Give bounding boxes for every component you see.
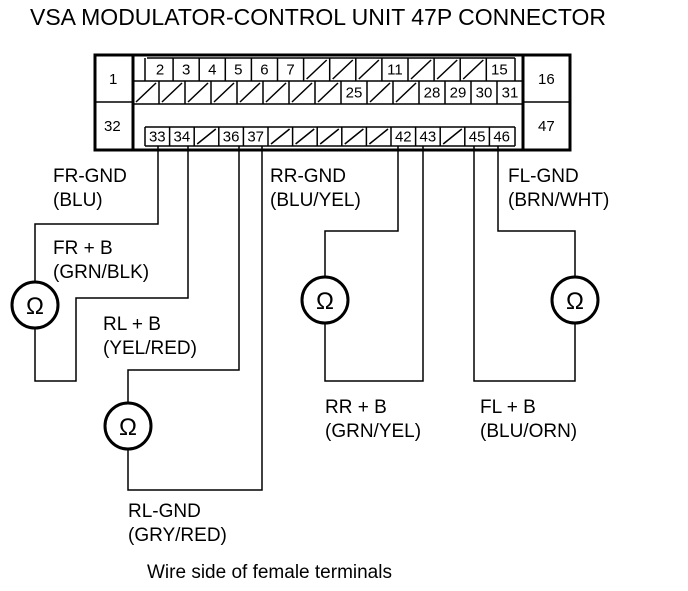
unused-pin-slash [410,59,432,80]
unused-pin-slash [270,128,291,145]
fr-b-label: FR + B [53,238,113,259]
unused-pin-slash [344,128,364,145]
pin-32: 32 [104,118,121,135]
unused-pin-slash [239,82,261,103]
pin-29: 29 [450,85,467,102]
fl-b-label: FL + B [480,397,536,418]
unused-pin-slash [291,82,313,103]
connector-row-top: 2 3 4 5 6 7 11 15 [156,58,508,81]
wire-fl-gnd [497,146,576,277]
pin-37: 37 [247,129,264,146]
ohmmeter-rr: Ω [300,275,350,325]
pin-34: 34 [174,129,191,146]
connector-row-bottom: 33 34 36 37 42 43 45 46 [149,127,510,146]
caption: Wire side of female terminals [147,562,392,583]
wires [34,146,576,491]
wire-rr-gnd [324,146,399,277]
pin-15: 15 [491,62,508,79]
fr-b-color: (GRN/BLK) [53,262,149,283]
pin-1: 1 [109,71,117,88]
wire-rl-gnd [127,146,263,491]
unused-pin-slash [319,128,340,145]
unused-pin-slash [306,59,328,80]
pin-47: 47 [538,118,555,135]
rl-b-label: RL + B [103,314,161,335]
unused-pin-slash [265,82,287,103]
ohmmeter-fl: Ω [550,275,600,325]
fr-gnd-label: FR-GND [53,166,127,187]
pin-36: 36 [223,129,240,146]
unused-pin-slash [187,82,209,103]
ohm-symbol-icon: Ω [119,414,137,441]
unused-pin-slash [332,59,354,80]
rr-b-color: (GRN/YEL) [325,421,421,442]
diagram-title: VSA MODULATOR-CONTROL UNIT 47P CONNECTOR [30,4,606,30]
unused-pin-slash [436,59,458,80]
pin-7: 7 [286,62,294,79]
unused-pin-slash [395,82,417,103]
rl-gnd-label: RL-GND [128,501,201,522]
ohm-symbol-icon: Ω [566,288,584,315]
wire-fr-b [34,146,189,382]
unused-pin-slash [462,59,484,80]
wire-rl-b [127,146,240,403]
connector-body [93,53,572,152]
fl-b-color: (BLU/ORN) [480,421,577,442]
unused-pin-slash [368,128,389,145]
rl-b-color: (YEL/RED) [103,338,197,359]
wire-rr-b [324,146,424,382]
pin-28: 28 [424,85,441,102]
pin-42: 42 [395,129,412,146]
pin-5: 5 [234,62,242,79]
connector-row-middle: 25 28 29 30 31 [135,81,519,104]
unused-pin-slash [369,82,391,103]
pin-46: 46 [493,129,510,146]
ohm-symbol-icon: Ω [316,288,334,315]
pin-6: 6 [260,62,268,79]
rl-gnd-color: (GRY/RED) [128,525,227,546]
unused-pin-slash [161,82,183,103]
pin-30: 30 [476,85,493,102]
rr-b-label: RR + B [325,397,387,418]
pin-43: 43 [420,129,437,146]
pin-25: 25 [346,85,363,102]
unused-pin-slash [196,128,217,145]
unused-pin-slash [135,82,157,103]
fr-gnd-color: (BLU) [53,190,103,211]
unused-pin-slash [317,82,339,103]
unused-pin-slash [358,59,380,80]
ohm-symbol-icon: Ω [26,293,44,320]
wire-fl-b [473,146,576,382]
fl-gnd-color: (BRN/WHT) [508,190,609,211]
pin-45: 45 [469,129,486,146]
unused-pin-slash [442,128,463,145]
fl-gnd-label: FL-GND [508,166,579,187]
pin-33: 33 [149,129,166,146]
pin-4: 4 [208,62,216,79]
ohmmeter-fr: Ω [10,280,60,330]
pin-16: 16 [538,71,555,88]
wire-fr-gnd [34,146,159,283]
rr-gnd-label: RR-GND [270,166,346,187]
unused-pin-slash [295,128,315,145]
pin-2: 2 [156,62,164,79]
ohmmeter-rl: Ω [103,401,153,451]
pin-31: 31 [502,85,519,102]
pin-11: 11 [387,62,403,79]
unused-pin-slash [213,82,235,103]
rr-gnd-color: (BLU/YEL) [270,190,361,211]
pin-3: 3 [182,62,190,79]
